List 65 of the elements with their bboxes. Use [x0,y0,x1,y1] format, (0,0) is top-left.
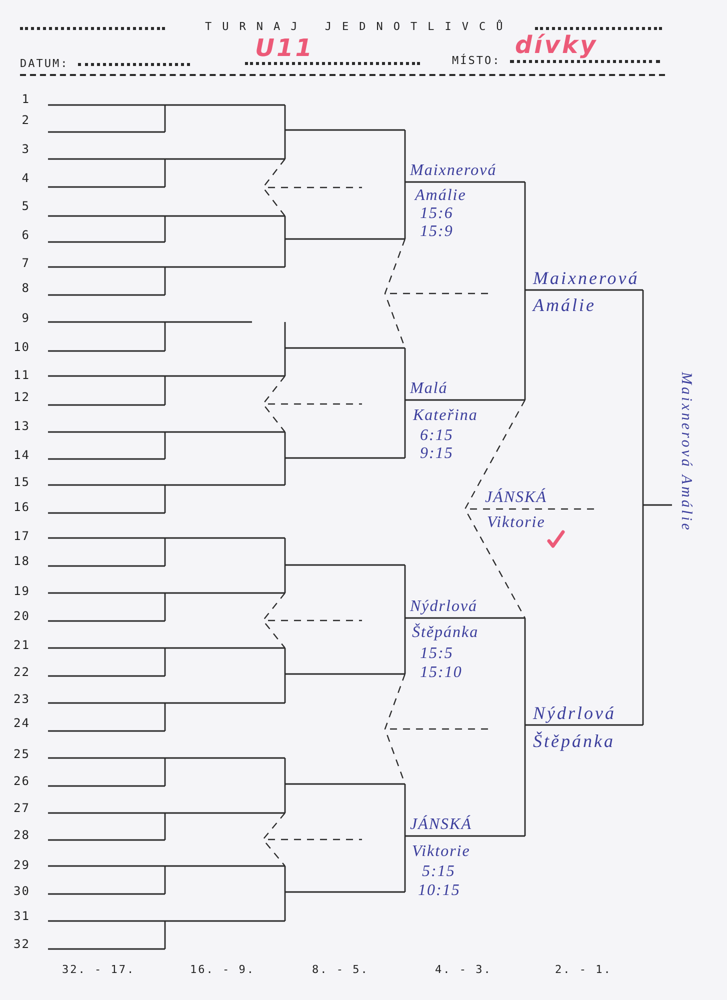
slot-number: 20 [12,609,30,624]
round-label: 8. - 5. [312,963,369,977]
handwritten-score: 5:15 [422,862,456,881]
slot-number: 17 [12,529,30,544]
handwritten-name: Nýdrlová [410,597,478,616]
round-label: 4. - 3. [435,963,492,977]
handwritten-score: 15:6 [420,204,454,223]
slot-number: 16 [12,500,30,515]
slot-number: 2 [20,113,30,128]
handwritten-name: Viktorie [487,513,546,532]
slot-number: 11 [12,368,30,383]
slot-number: 24 [12,716,30,731]
handwritten-score: 15:9 [420,222,454,241]
slot-number: 8 [20,281,30,296]
slot-number: 18 [12,554,30,569]
handwritten-name: JÁNSKÁ [485,488,547,507]
round-label: 16. - 9. [190,963,255,977]
field-label: DATUM: [20,57,69,71]
slot-number: 19 [12,584,30,599]
slot-number: 10 [12,340,30,355]
handwritten-score: 6:15 [420,426,454,445]
handwritten-name: Štěpánka [533,731,615,751]
slot-number: 6 [20,228,30,243]
slot-number: 32 [12,937,30,952]
handwritten-name: Kateřina [413,406,478,425]
slot-number: 30 [12,884,30,899]
handwritten-note: U11 [255,36,314,61]
handwritten-name: Maixnerová [410,161,497,180]
form-title: TURNAJ JEDNOTLIVCŮ [205,20,514,34]
slot-number: 27 [12,801,30,816]
slot-number: 31 [12,909,30,924]
slot-number: 14 [12,448,30,463]
handwritten-name: Nýdrlová [533,703,616,723]
slot-number: 15 [12,475,30,490]
slot-number: 22 [12,665,30,680]
round-label: 2. - 1. [555,963,612,977]
handwritten-score: 15:10 [420,663,462,682]
handwritten-name: JÁNSKÁ [410,815,472,834]
handwritten-note: dívky [515,33,598,58]
slot-number: 28 [12,828,30,843]
handwritten-score: 10:15 [418,881,460,900]
slot-number: 4 [20,171,30,186]
handwritten-name: Maixnerová [533,268,640,288]
slot-number: 7 [20,256,30,271]
handwritten-name: Maixnerová Amálie [677,372,695,532]
slot-number: 29 [12,858,30,873]
slot-number: 1 [20,92,30,107]
round-label: 32. - 17. [62,963,136,977]
slot-number: 26 [12,774,30,789]
handwritten-name: Amálie [533,295,596,315]
slot-number: 13 [12,419,30,434]
slot-number: 5 [20,199,30,214]
field-label: MÍSTO: [452,54,501,68]
handwritten-name: Amálie [415,186,466,205]
slot-number: 3 [20,142,30,157]
slot-number: 21 [12,638,30,653]
slot-number: 12 [12,390,30,405]
slot-number: 9 [20,311,30,326]
handwritten-name: Viktorie [412,842,470,861]
slot-number: 25 [12,747,30,762]
slot-number: 23 [12,692,30,707]
handwritten-score: 9:15 [420,444,454,463]
handwritten-score: 15:5 [420,644,454,663]
handwritten-name: Malá [410,379,448,398]
handwritten-name: Štěpánka [412,623,479,642]
